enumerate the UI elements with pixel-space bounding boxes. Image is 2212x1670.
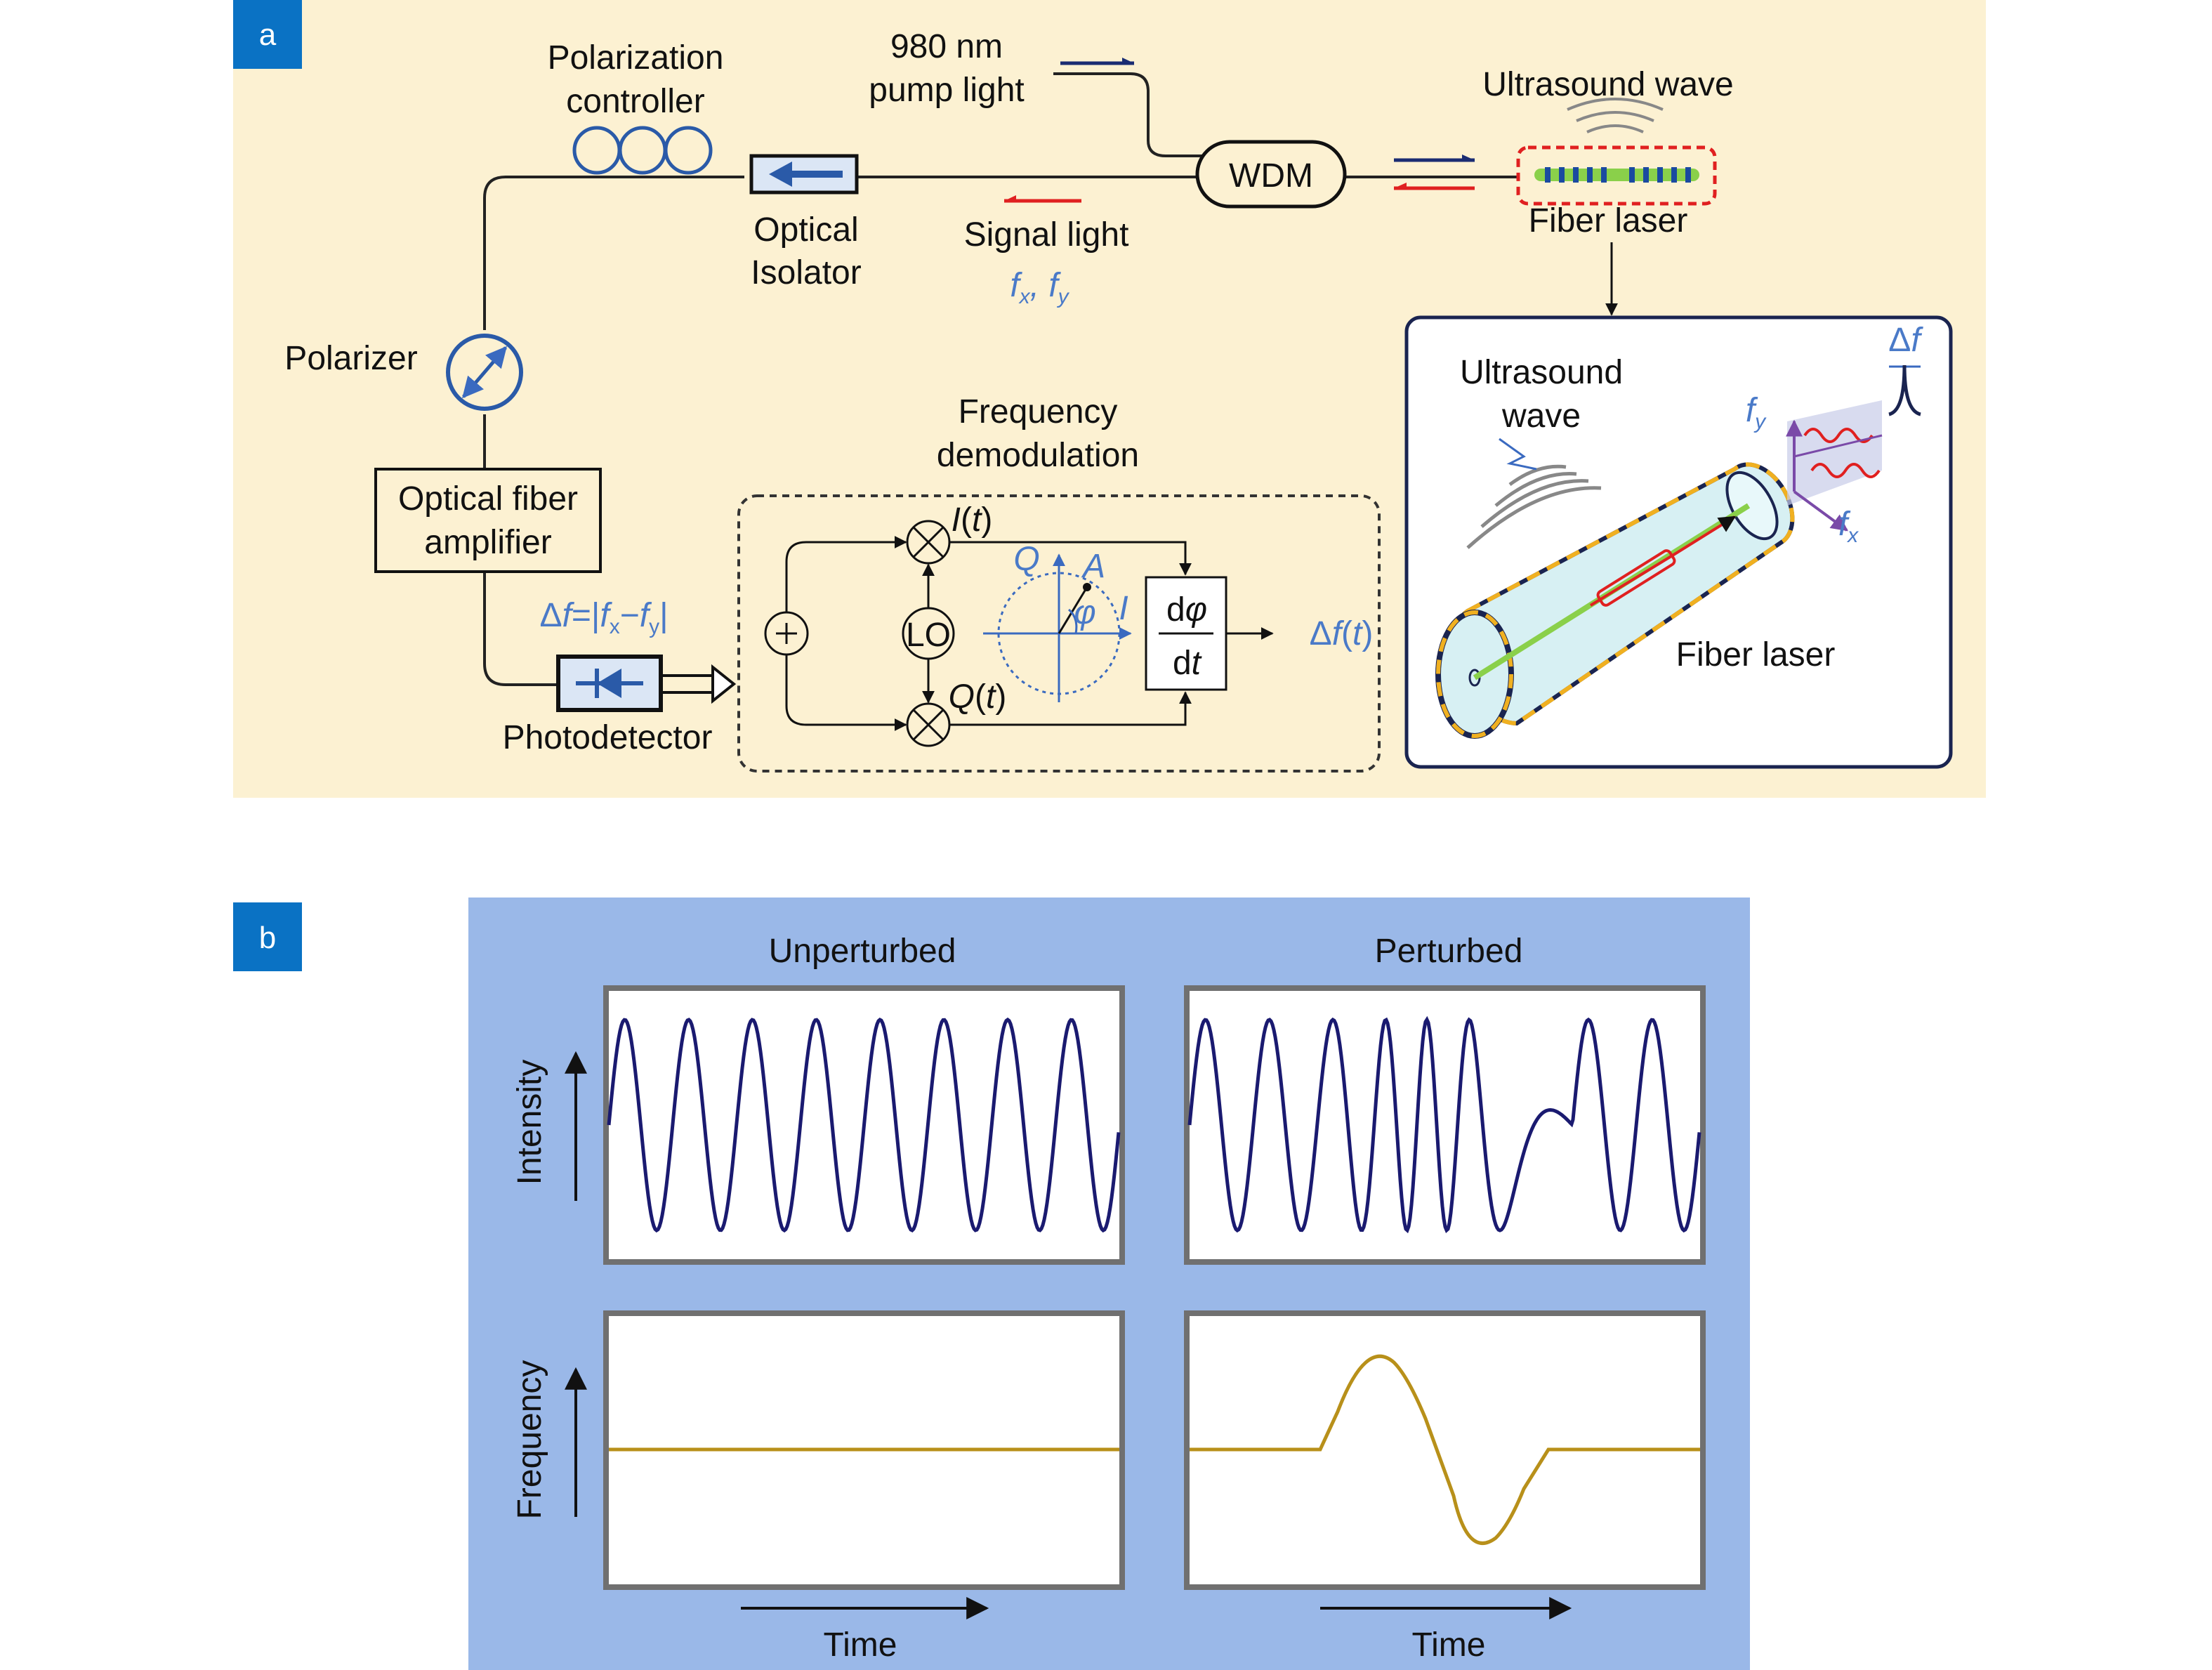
photodetector-label: Photodetector bbox=[503, 719, 713, 756]
amplifier-label-1: Optical fiber bbox=[398, 480, 578, 518]
delta-f-t-label: Δf(t) bbox=[1310, 615, 1374, 652]
panel-a-badge bbox=[233, 0, 302, 69]
frequency-demod-box bbox=[737, 494, 1381, 772]
demod-circuit bbox=[764, 520, 1274, 747]
it-label: I(t) bbox=[952, 501, 993, 539]
ultrasound-wave-top-label: Ultrasound wave bbox=[1482, 66, 1734, 103]
frequency-demod-label-2: demodulation bbox=[937, 437, 1139, 474]
polarizer bbox=[446, 334, 523, 411]
optical-isolator bbox=[749, 154, 859, 195]
polarization-controller bbox=[572, 126, 713, 175]
dt-label: dt bbox=[1173, 645, 1202, 682]
inset-fiber-laser-label: Fiber laser bbox=[1676, 636, 1836, 673]
optical-fiber-amplifier bbox=[374, 468, 602, 573]
qt-label: Q(t) bbox=[949, 678, 1007, 716]
ylabel-intensity: Intensity bbox=[511, 1060, 548, 1185]
panel-b-badge bbox=[233, 902, 302, 971]
inset-delta-f-label: Δf bbox=[1888, 322, 1923, 359]
optical-isolator-label-1: Optical bbox=[753, 211, 858, 249]
inset-ultrasound-arcs bbox=[1466, 464, 1602, 549]
inset-ultrasound-label-1: Ultrasound bbox=[1460, 354, 1623, 391]
inset-ultrasound-label-2: wave bbox=[1501, 397, 1581, 435]
wdm-coupler bbox=[1195, 140, 1347, 209]
trace-intensity-perturbed bbox=[1187, 1015, 1701, 1234]
polarizer-label: Polarizer bbox=[284, 340, 417, 377]
amplifier-label-2: amplifier bbox=[424, 524, 551, 561]
title-unperturbed: Unperturbed bbox=[769, 933, 956, 970]
fiber-laser-highlight bbox=[1516, 145, 1717, 206]
xlabel-perturbed: Time bbox=[1412, 1626, 1486, 1664]
panel-b-badge-label: b bbox=[259, 921, 276, 955]
fiber-bragg-gratings bbox=[1545, 167, 1691, 183]
trace-intensity-unperturbed bbox=[607, 1017, 1121, 1233]
fiber-laser-top-label: Fiber laser bbox=[1529, 202, 1688, 239]
iq-diagram bbox=[983, 553, 1132, 702]
frequency-demod-label-1: Frequency bbox=[959, 393, 1118, 430]
lo-label: LO bbox=[906, 617, 951, 654]
xlabel-unperturbed: Time bbox=[824, 1626, 897, 1664]
trace-frequency-perturbed bbox=[1190, 1354, 1700, 1545]
i-axis-label: I bbox=[1119, 590, 1128, 627]
polarization-controller-label-2: controller bbox=[566, 83, 704, 120]
polarization-controller-label-1: Polarization bbox=[548, 39, 724, 77]
title-perturbed: Perturbed bbox=[1375, 933, 1523, 970]
fiber-main-loop bbox=[483, 176, 1201, 686]
q-axis-label: Q bbox=[1013, 541, 1039, 578]
ultrasound-arcs-top bbox=[1567, 98, 1664, 133]
wdm-label: WDM bbox=[1229, 157, 1313, 195]
fiber-laser-inset: Ultrasound wave bbox=[1404, 315, 1953, 769]
optical-isolator-label-2: Isolator bbox=[751, 254, 861, 291]
pump-light-label-2: pump light bbox=[869, 72, 1024, 109]
ylabel-frequency: Frequency bbox=[511, 1360, 548, 1520]
photodetector bbox=[556, 655, 737, 712]
signal-light-label: Signal light bbox=[964, 216, 1129, 254]
phi-label: φ bbox=[1074, 594, 1095, 631]
fiber-pump bbox=[1053, 72, 1211, 157]
a-point-label: A bbox=[1081, 548, 1105, 585]
panel-a-badge-label: a bbox=[259, 18, 277, 52]
delta-f-equation: Δf=|fx−fy| bbox=[539, 597, 668, 638]
pump-light-label-1: 980 nm bbox=[890, 28, 1003, 65]
panel-b: b Unperturbed Perturbed Intensity Freque… bbox=[233, 898, 1750, 1670]
dphi-label: dφ bbox=[1166, 591, 1207, 629]
panel-a: a Polarization controller Optical Isolat… bbox=[233, 0, 1986, 798]
